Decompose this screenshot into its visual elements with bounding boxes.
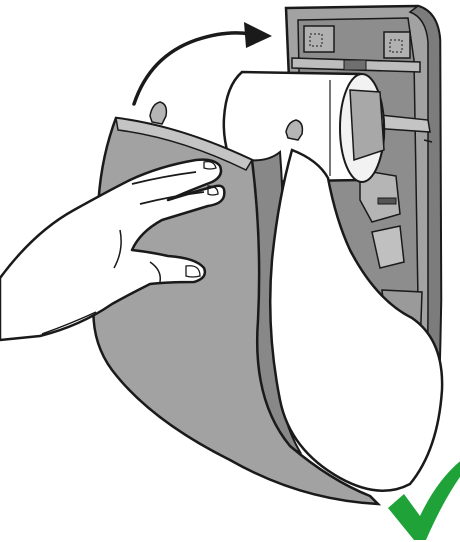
hinge-tab-left (150, 102, 166, 124)
arrow-head (244, 22, 272, 48)
top-bracket-right (384, 32, 410, 58)
crossbar-slot (344, 60, 366, 70)
mechanism-slot (378, 198, 396, 204)
top-bracket-left (304, 26, 334, 52)
roll-core-holder (350, 90, 384, 160)
